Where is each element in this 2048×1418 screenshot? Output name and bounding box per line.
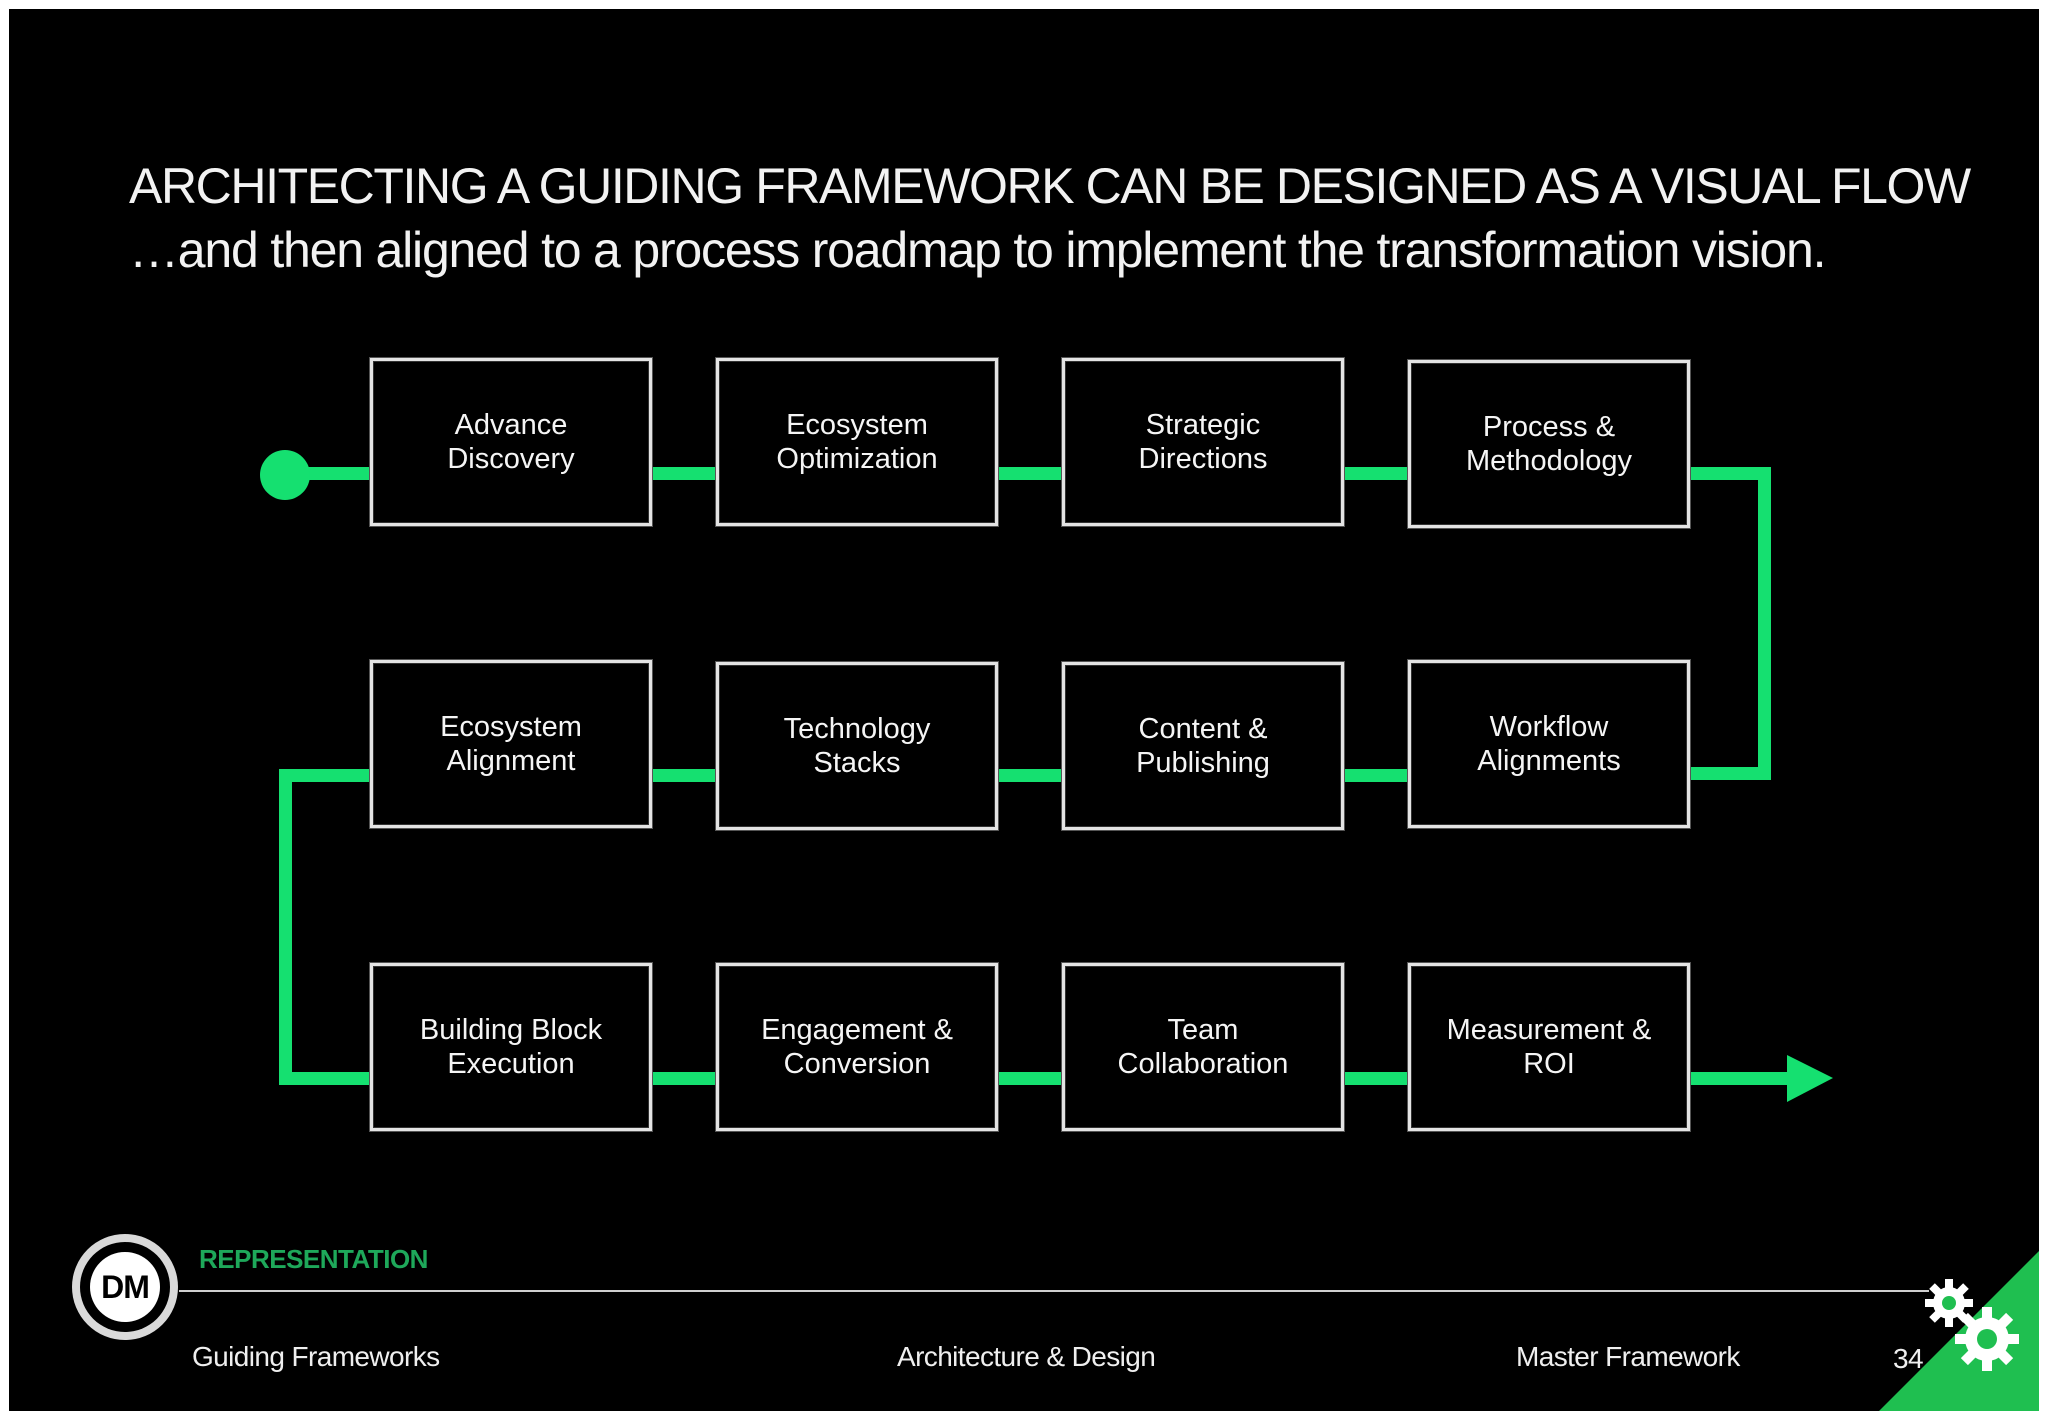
step-label: Ecosystem Alignment [440, 711, 582, 777]
step-label: Technology Stacks [783, 713, 931, 779]
step-label: Strategic Directions [1138, 409, 1268, 475]
step-label: Engagement & Conversion [761, 1014, 953, 1080]
flow-connector-9-10 [653, 1072, 717, 1085]
page-number: 34 [1893, 1343, 1924, 1374]
footer-center-text: Architecture & Design [897, 1341, 1156, 1372]
footer-left-text: Guiding Frameworks [192, 1341, 440, 1372]
flow-end-arrow-icon [1787, 1055, 1833, 1102]
step-box-ecosystem-alignment: Ecosystem Alignment [370, 660, 652, 828]
logo-text: DM [90, 1252, 160, 1322]
flow-connector-left-to-9 [279, 1072, 369, 1085]
section-label: REPRESENTATION [199, 1244, 428, 1274]
slide-title: ARCHITECTING A GUIDING FRAMEWORK CAN BE … [129, 158, 1971, 214]
step-box-measurement-roi: Measurement & ROI [1408, 963, 1690, 1131]
step-label: Workflow Alignments [1477, 711, 1621, 777]
footer-divider [179, 1290, 1929, 1292]
step-box-strategic-directions: Strategic Directions [1062, 358, 1344, 526]
step-label: Advance Discovery [447, 409, 575, 475]
flow-connector-10-11 [999, 1072, 1063, 1085]
step-label: Measurement & ROI [1446, 1014, 1652, 1080]
step-box-engagement-conversion: Engagement & Conversion [716, 963, 998, 1131]
flow-connector-2-3 [999, 467, 1063, 480]
step-label: Ecosystem Optimization [776, 409, 938, 475]
flow-connector-1-2 [653, 467, 717, 480]
step-box-process-methodology: Process & Methodology [1408, 360, 1690, 528]
step-box-ecosystem-optimization: Ecosystem Optimization [716, 358, 998, 526]
flow-connector-right-vertical [1758, 467, 1771, 780]
slide: ARCHITECTING A GUIDING FRAMEWORK CAN BE … [9, 9, 2039, 1411]
step-box-content-publishing: Content & Publishing [1062, 662, 1344, 830]
flow-connector-11-12 [1345, 1072, 1409, 1085]
flow-connector-8-7 [1345, 769, 1409, 782]
step-label: Content & Publishing [1136, 713, 1270, 779]
step-box-team-collaboration: Team Collaboration [1062, 963, 1344, 1131]
footer-right-text: Master Framework [1516, 1341, 1740, 1372]
slide-subtitle: …and then aligned to a process roadmap t… [129, 222, 1826, 278]
flow-connector-5-left [279, 769, 369, 782]
step-box-advance-discovery: Advance Discovery [370, 358, 652, 526]
flow-connector-4-right [1691, 467, 1771, 480]
dm-logo: DM [72, 1234, 178, 1340]
flow-connector-right-to-8 [1691, 767, 1771, 780]
step-label: Process & Methodology [1465, 411, 1633, 477]
flow-connector-7-6 [999, 769, 1063, 782]
flow-start-dot [260, 450, 310, 500]
step-label: Building Block Execution [419, 1014, 603, 1080]
flow-connector-3-4 [1345, 467, 1409, 480]
flow-connector-end [1691, 1072, 1801, 1085]
step-box-workflow-alignments: Workflow Alignments [1408, 660, 1690, 828]
flow-connector-left-vertical [279, 769, 292, 1085]
flow-connector-6-5 [653, 769, 717, 782]
step-label: Team Collaboration [1117, 1014, 1289, 1080]
gears-icon [1879, 1251, 2039, 1411]
step-box-technology-stacks: Technology Stacks [716, 662, 998, 830]
step-box-building-block-execution: Building Block Execution [370, 963, 652, 1131]
